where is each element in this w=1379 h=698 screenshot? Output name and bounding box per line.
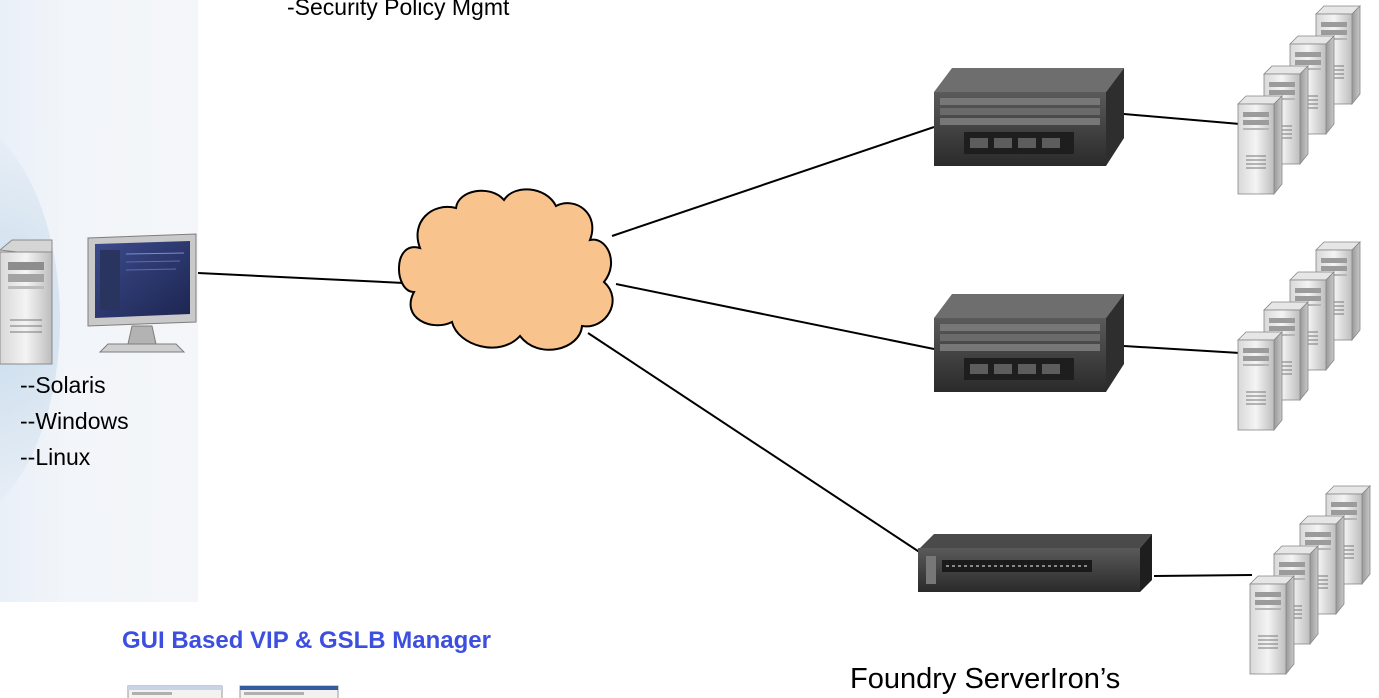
link-cloud-switch-2 bbox=[615, 283, 935, 350]
server-cluster-3 bbox=[1249, 485, 1371, 675]
tower-server-icon bbox=[1249, 575, 1295, 675]
os-item-windows: --Windows bbox=[20, 408, 129, 434]
os-item-linux: --Linux bbox=[20, 444, 91, 470]
link-cloud-switch-1 bbox=[611, 126, 935, 237]
workstation-icon bbox=[0, 233, 197, 365]
link-cloud-switch-3 bbox=[587, 332, 931, 560]
serveriron-switch-icon-2 bbox=[934, 294, 1124, 392]
link-switch1-servers bbox=[1123, 113, 1241, 125]
link-switch2-servers bbox=[1123, 345, 1241, 354]
serveriron-switch-icon-1 bbox=[934, 68, 1124, 166]
os-item-solaris: --Solaris bbox=[20, 372, 106, 398]
gui-thumbnail-2 bbox=[239, 685, 339, 698]
serveriron-switch-icon-3 bbox=[918, 534, 1152, 592]
link-workstation-cloud bbox=[197, 272, 405, 284]
network-cloud-icon bbox=[398, 188, 614, 351]
gui-thumbnail-1 bbox=[127, 685, 223, 698]
link-switch3-servers bbox=[1153, 574, 1253, 577]
server-cluster-1 bbox=[1237, 5, 1361, 195]
server-cluster-2 bbox=[1237, 241, 1361, 431]
top-caption: -Security Policy Mgmt bbox=[287, 0, 510, 20]
tower-server-icon bbox=[1237, 95, 1283, 195]
tower-server-icon bbox=[1237, 331, 1283, 431]
serveriron-label: Foundry ServerIron’s bbox=[850, 663, 1121, 695]
gui-heading: GUI Based VIP & GSLB Manager bbox=[122, 627, 491, 654]
